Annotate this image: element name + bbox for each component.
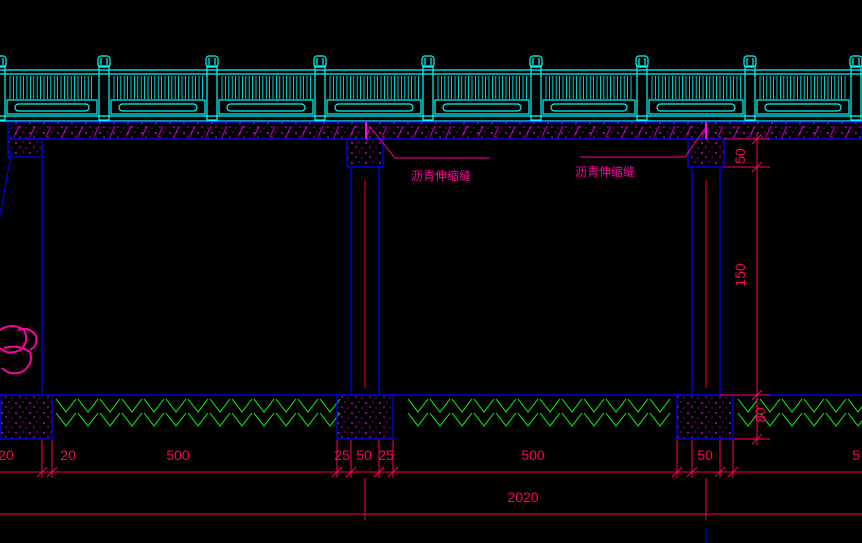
overall-dimension bbox=[0, 478, 862, 520]
railing-post bbox=[849, 55, 862, 121]
expansion-joint-label-2: 沥青伸缩缝 bbox=[575, 164, 635, 179]
footings bbox=[0, 394, 734, 440]
dim-cap-height: 50 bbox=[732, 148, 748, 164]
railing-post bbox=[205, 55, 219, 121]
dim-offset-b: 25 bbox=[378, 447, 394, 463]
railing-post bbox=[529, 55, 543, 121]
dim-right-edge: 5 bbox=[852, 447, 860, 463]
dim-footing-height: 80 bbox=[752, 407, 768, 423]
railing-bay bbox=[542, 76, 636, 115]
dim-offset-a: 25 bbox=[334, 447, 350, 463]
railing-post bbox=[743, 55, 757, 121]
deck-slab bbox=[7, 121, 862, 140]
railing-bay bbox=[326, 76, 422, 115]
dim-overall: 2020 bbox=[507, 489, 538, 505]
annotation-leaders bbox=[369, 126, 707, 159]
horizontal-dimension bbox=[0, 440, 862, 478]
railing-post bbox=[635, 55, 649, 121]
soil-hatch bbox=[55, 398, 862, 427]
pier-caps bbox=[7, 138, 725, 168]
stone-railing bbox=[0, 55, 862, 122]
expansion-joint-label-1: 沥青伸缩缝 bbox=[411, 168, 471, 183]
railing-bay bbox=[6, 76, 98, 115]
dim-left-offset: 20 bbox=[60, 447, 76, 463]
railing-post bbox=[313, 55, 327, 121]
vertical-dimension bbox=[720, 133, 770, 445]
dim-pier-width-1: 50 bbox=[356, 447, 372, 463]
piers bbox=[41, 139, 721, 395]
railing-bay bbox=[110, 76, 206, 115]
railing-bay bbox=[756, 76, 850, 115]
expansion-joints bbox=[365, 122, 707, 139]
railing-post bbox=[97, 55, 111, 121]
dim-span-2: 500 bbox=[521, 447, 545, 463]
railing-post bbox=[0, 55, 7, 121]
railing-bay bbox=[218, 76, 314, 115]
dim-pier-width-2: 50 bbox=[697, 447, 713, 463]
railing-bay bbox=[648, 76, 744, 115]
leader-line-left bbox=[0, 149, 13, 216]
rubble-masonry bbox=[0, 325, 38, 375]
railing-post bbox=[421, 55, 435, 121]
pier-centerlines bbox=[364, 180, 707, 388]
dim-pier-height: 150 bbox=[732, 263, 748, 287]
dim-span-1: 500 bbox=[166, 447, 190, 463]
dim-left-edge: 20 bbox=[0, 447, 14, 463]
railing-bay bbox=[434, 76, 530, 115]
